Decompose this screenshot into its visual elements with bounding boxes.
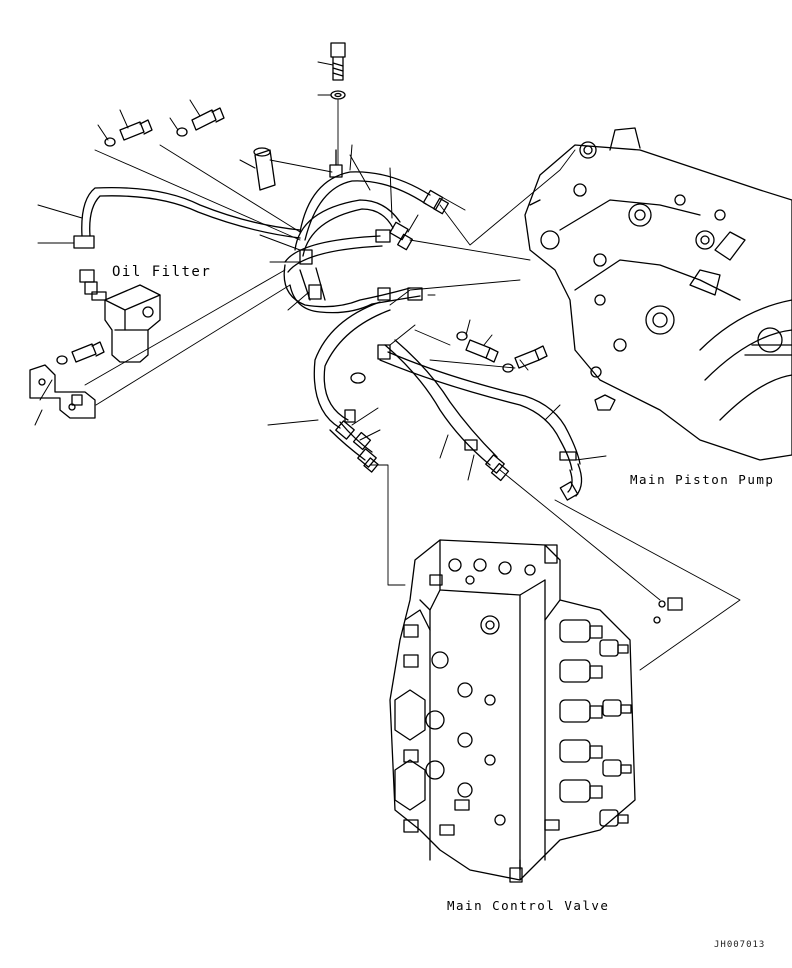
bolts-top-left [105, 108, 224, 146]
drawing-code: JH007013 [714, 940, 766, 950]
hose-fittings [336, 190, 578, 500]
valve-side-plugs [404, 575, 559, 832]
connection-lines [85, 100, 740, 670]
hose-clamps [300, 150, 477, 450]
hose-bundle-upper [285, 172, 430, 272]
top-washer [331, 91, 345, 99]
main-control-valve-label: Main Control Valve [447, 898, 610, 913]
spacer-sleeve [254, 148, 275, 190]
hose-lower-right [380, 340, 582, 496]
hose-suction-wrap [284, 265, 420, 313]
filter-bracket [30, 365, 95, 418]
bolts-right [351, 332, 547, 383]
main-piston-pump-label: Main Piston Pump [630, 472, 775, 487]
main-control-valve [390, 540, 682, 882]
main-piston-pump [525, 128, 792, 460]
valve-spool-caps [560, 620, 631, 826]
valve-small-fitting [654, 598, 682, 623]
oil-filter-label: Oil Filter [112, 264, 212, 280]
top-bolt [331, 43, 345, 80]
leader-lines [35, 62, 606, 480]
hose-oil-filter-line [82, 188, 300, 238]
oil-filter [74, 236, 160, 362]
bolts-filter [57, 342, 104, 364]
